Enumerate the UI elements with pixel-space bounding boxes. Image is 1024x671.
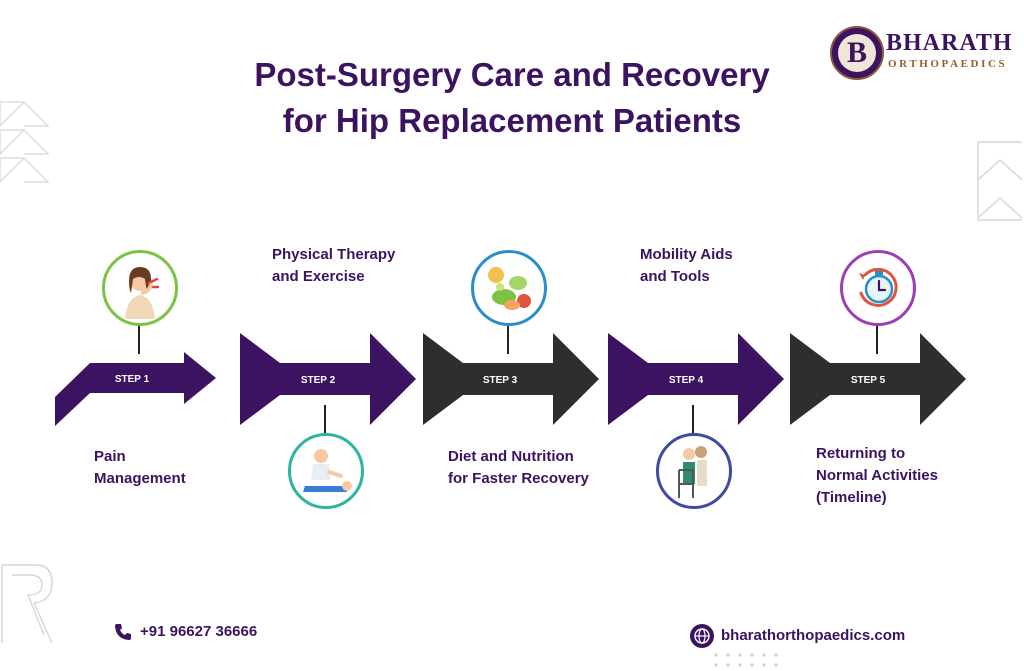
website-link[interactable]: bharathorthopaedics.com (721, 627, 906, 644)
logo-subtitle: ORTHOPAEDICS (888, 58, 1008, 70)
step-3-arrow (423, 333, 599, 425)
decorative-letter-r (1, 564, 53, 644)
decorative-triangles-left (0, 101, 50, 183)
step-1-label-line-2: Management (94, 470, 186, 487)
step-1-tag: STEP 1 (115, 374, 150, 385)
walker-elderly-icon (678, 446, 707, 498)
woman-neck-pain-icon (125, 267, 160, 319)
step-2-icon-circle (288, 433, 364, 509)
step-3-label: Diet and Nutrition for Faster Recovery (448, 446, 589, 490)
step-3-label-line-2: for Faster Recovery (448, 470, 589, 487)
step-3-label-line-1: Diet and Nutrition (448, 448, 574, 465)
title-line-2: for Hip Replacement Patients (282, 102, 742, 139)
brand-logo: B BHARATH ORTHOPAEDICS (830, 26, 1013, 82)
step-3-tag: STEP 3 (483, 375, 518, 386)
title-line-1: Post-Surgery Care and Recovery (254, 56, 770, 93)
decorative-chevrons-right (977, 141, 1023, 221)
step-5-label-line-3: (Timeline) (816, 489, 887, 506)
logo-name: BHARATH (886, 30, 1013, 56)
step-5-label: Returning to Normal Activities (Timeline… (816, 443, 938, 509)
step-2-label-line-2: and Exercise (272, 268, 365, 285)
step-3-icon-circle (471, 250, 547, 326)
phone-icon (115, 624, 131, 640)
step-5-label-line-2: Normal Activities (816, 467, 938, 484)
clock-timeline-icon (859, 267, 898, 307)
physical-therapy-icon (303, 449, 352, 492)
phone-number[interactable]: +91 96627 36666 (140, 623, 258, 640)
step-4-label-line-2: and Tools (640, 268, 710, 285)
step-2-label: Physical Therapy and Exercise (272, 244, 395, 288)
step-2-tag: STEP 2 (301, 375, 336, 386)
step-5-tag: STEP 5 (851, 375, 886, 386)
step-4-icon-circle (656, 433, 732, 509)
step-1-icon-circle (102, 250, 178, 326)
step-2-connector (324, 405, 326, 433)
step-4-arrow (608, 333, 784, 425)
step-3-connector (507, 324, 509, 354)
step-1-label-line-1: Pain (94, 448, 126, 465)
decorative-dots (714, 653, 778, 667)
globe-icon (690, 624, 714, 648)
step-5-connector (876, 324, 878, 354)
step-1-label: Pain Management (94, 446, 186, 490)
page-title: Post-Surgery Care and Recovery for Hip R… (0, 52, 1024, 144)
step-4-tag: STEP 4 (669, 375, 704, 386)
step-2-arrow (240, 333, 416, 425)
logo-badge: B (830, 26, 884, 80)
step-2-label-line-1: Physical Therapy (272, 246, 396, 263)
step-4-label-line-1: Mobility Aids (640, 246, 733, 263)
healthy-food-icon (488, 267, 531, 310)
step-1-arrow (55, 352, 216, 426)
step-4-label: Mobility Aids and Tools (640, 244, 733, 288)
step-5-label-line-1: Returning to (816, 445, 906, 462)
step-5-arrow (790, 333, 966, 425)
step-1-connector (138, 322, 140, 354)
step-5-icon-circle (840, 250, 916, 326)
logo-letter: B (838, 34, 876, 72)
step-4-connector (692, 405, 694, 433)
